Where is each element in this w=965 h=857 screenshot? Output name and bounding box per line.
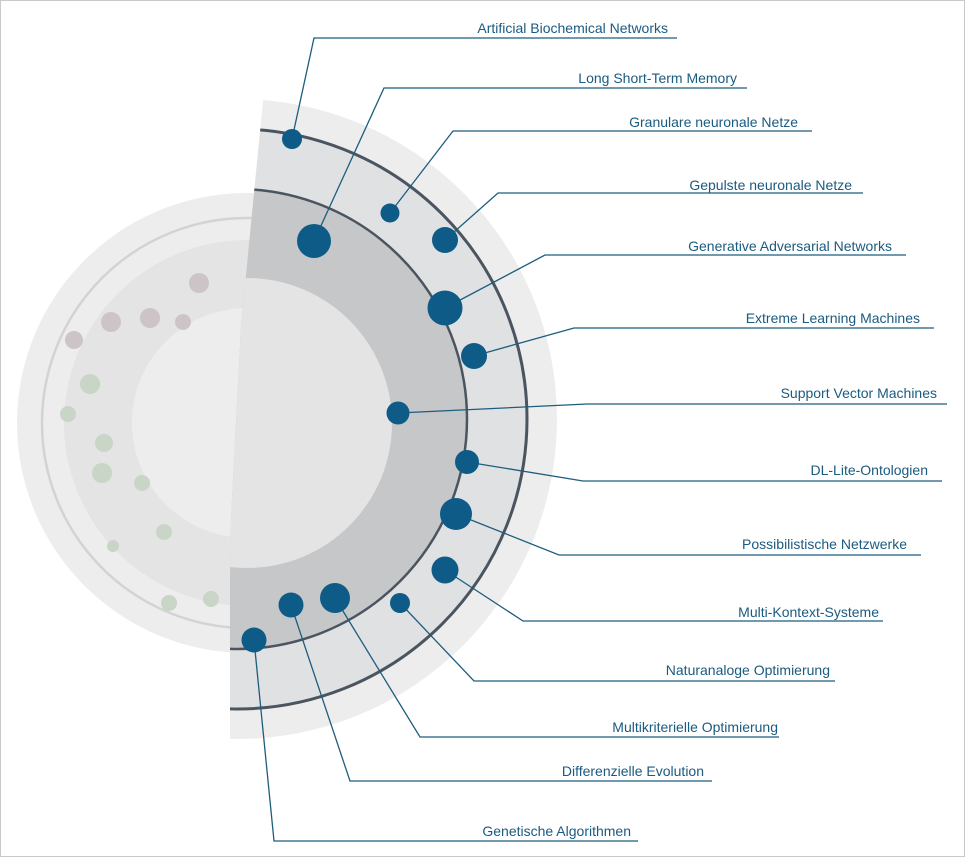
faded-dot — [203, 591, 219, 607]
dot-dl-lite-ontologien — [455, 450, 479, 474]
faded-dot — [92, 463, 112, 483]
dot-differenzielle-evolution — [278, 592, 304, 618]
faded-dot — [101, 312, 121, 332]
main-wheel — [230, 99, 557, 739]
main-hub — [230, 278, 392, 568]
leader-line — [444, 254, 906, 309]
dot-possibilistische-netzwerke — [440, 498, 472, 530]
dot-support-vector-machines — [386, 401, 410, 425]
dot-generative-adversarial-networks — [427, 290, 463, 326]
faded-dot — [80, 374, 100, 394]
dot-long-short-term-memory — [297, 224, 331, 258]
leader-line — [389, 130, 812, 214]
leader-line — [444, 192, 863, 241]
dot-granulare-neuronale-netze — [380, 203, 400, 223]
leader-line — [334, 597, 779, 738]
label-possibilistische-netzwerke: Possibilistische Netzwerke — [742, 536, 907, 552]
faded-dot — [175, 314, 191, 330]
label-dl-lite-ontologien: DL-Lite-Ontologien — [810, 462, 928, 478]
dot-extreme-learning-machines — [461, 343, 487, 369]
dot-naturanaloge-optimierung — [390, 593, 410, 613]
leader-lines — [253, 37, 947, 842]
faded-dot — [189, 273, 209, 293]
label-long-short-term-memory: Long Short-Term Memory — [578, 70, 737, 86]
faded-dot — [134, 475, 150, 491]
leader-line — [253, 639, 638, 842]
dot-artificial-biochemical-networks — [282, 129, 302, 149]
dot-gepulste-neuronale-netze — [432, 227, 458, 253]
label-naturanaloge-optimierung: Naturanaloge Optimierung — [666, 662, 830, 678]
dot-genetische-algorithmen — [241, 627, 267, 653]
leader-line — [290, 604, 712, 782]
label-support-vector-machines: Support Vector Machines — [781, 385, 937, 401]
label-gepulste-neuronale-netze: Gepulste neuronale Netze — [689, 177, 852, 193]
label-generative-adversarial-networks: Generative Adversarial Networks — [688, 238, 892, 254]
faded-dots — [60, 273, 219, 611]
leader-line — [444, 569, 883, 622]
faded-dot — [161, 595, 177, 611]
method-dots — [241, 129, 487, 653]
faded-dot — [140, 308, 160, 328]
label-differenzielle-evolution: Differenzielle Evolution — [562, 763, 704, 779]
dot-multikriterielle-optimierung — [320, 583, 350, 613]
method-labels: Artificial Biochemical Networks Long Sho… — [477, 20, 937, 839]
label-extreme-learning-machines: Extreme Learning Machines — [746, 310, 920, 326]
leader-line — [455, 513, 921, 556]
leader-line — [473, 327, 934, 357]
faded-dot — [60, 406, 76, 422]
leader-line — [291, 37, 677, 140]
dot-multi-kontext-systeme — [431, 556, 459, 584]
faded-dot — [65, 331, 83, 349]
label-multi-kontext-systeme: Multi-Kontext-Systeme — [738, 604, 879, 620]
faded-dot — [156, 524, 172, 540]
leader-line — [466, 461, 942, 482]
faded-dot — [107, 540, 119, 552]
label-granulare-neuronale-netze: Granulare neuronale Netze — [629, 114, 798, 130]
leader-line — [397, 403, 947, 414]
label-artificial-biochemical-networks: Artificial Biochemical Networks — [477, 20, 668, 36]
leader-line — [313, 87, 747, 242]
label-multikriterielle-optimierung: Multikriterielle Optimierung — [612, 719, 778, 735]
label-genetische-algorithmen: Genetische Algorithmen — [482, 823, 631, 839]
leader-line — [399, 602, 835, 682]
faded-dot — [95, 434, 113, 452]
